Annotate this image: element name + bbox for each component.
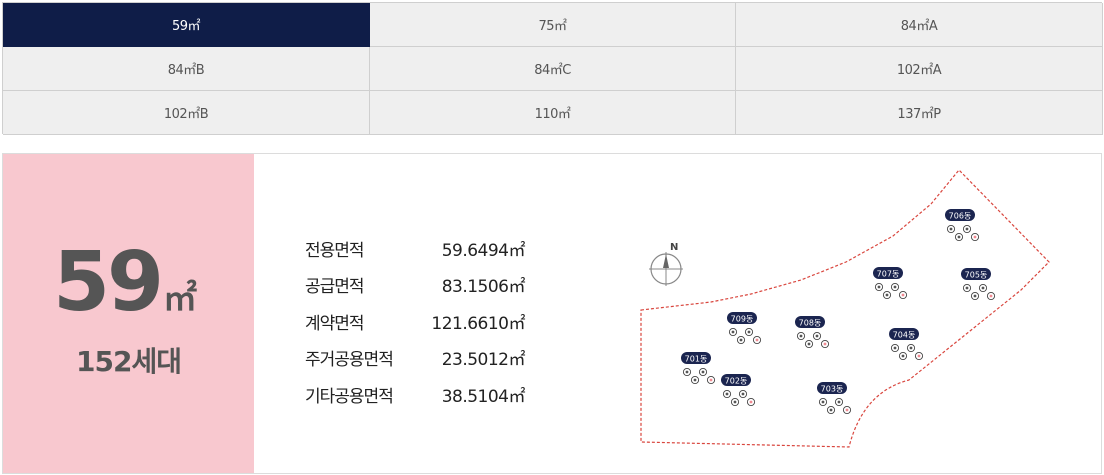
unit-dot-core (901, 293, 905, 297)
tab-59[interactable]: 59㎡ (3, 3, 370, 47)
unit-dot-core (965, 286, 969, 290)
building-label-bg (945, 209, 975, 221)
unit-dot-core (807, 342, 811, 346)
unit-dot-core (989, 294, 993, 298)
building-marker: 704동 (889, 328, 924, 361)
building-label-bg (721, 374, 751, 386)
unit-dot-core (693, 378, 697, 382)
unit-type-tabs: 59㎡ 75㎡ 84㎡A 84㎡B 84㎡C 102㎡A 102㎡B 110㎡ … (2, 2, 1103, 135)
building-label-bg (727, 312, 757, 324)
unit-dot-core (739, 338, 743, 342)
area-row: 기타공용면적 38.5104㎡ (305, 376, 526, 413)
tab-110[interactable]: 110㎡ (370, 91, 736, 135)
unit-dot-core (731, 330, 735, 334)
unit-dot-core (965, 227, 969, 231)
unit-dot-core (893, 285, 897, 289)
unit-summary-box: 59 ㎡ 152세대 (3, 154, 254, 473)
unit-dot-core (747, 330, 751, 334)
building-marker: 702동 (721, 374, 756, 407)
building-label-bg (889, 328, 919, 340)
building-marker: 701동 (681, 352, 716, 385)
tab-75[interactable]: 75㎡ (370, 3, 736, 47)
unit-dot-core (909, 346, 913, 350)
site-plan-map: N 701동 702동 703동 704동 705동 706동 707동 708동 709동 (640, 169, 1050, 448)
unit-dot-core (893, 346, 897, 350)
tab-137p[interactable]: 137㎡P (736, 91, 1103, 135)
building-layer: 701동 702동 703동 704동 705동 706동 707동 708동 709동 (681, 209, 996, 415)
unit-dot-core (799, 334, 803, 338)
building-marker: 703동 (817, 382, 852, 415)
building-marker: 708동 (795, 316, 830, 349)
unit-dot-core (709, 378, 713, 382)
building-label-bg (795, 316, 825, 328)
unit-dot-core (829, 408, 833, 412)
unit-dot-core (957, 235, 961, 239)
area-label: 주거공용면적 (305, 350, 394, 371)
unit-dot-core (749, 400, 753, 404)
area-label: 기타공용면적 (305, 386, 394, 407)
unit-dot-core (837, 400, 841, 404)
building-label: 704동 (893, 331, 916, 340)
unit-dot-core (877, 285, 881, 289)
building-marker: 706동 (945, 209, 980, 242)
tab-102b[interactable]: 102㎡B (3, 91, 370, 135)
area-list: 전용면적 59.6494㎡ 공급면적 83.1506㎡ 계약면적 121.661… (305, 230, 526, 413)
area-row: 주거공용면적 23.5012㎡ (305, 340, 526, 377)
unit-dot-core (901, 354, 905, 358)
building-label-bg (961, 268, 991, 280)
building-label: 702동 (725, 377, 748, 386)
unit-dot-core (973, 294, 977, 298)
building-marker: 709동 (727, 312, 762, 345)
compass-icon: N (649, 242, 683, 286)
area-label: 전용면적 (305, 240, 365, 261)
building-marker: 707동 (873, 267, 908, 300)
area-value: 121.6610㎡ (431, 313, 525, 334)
unit-dot-core (949, 227, 953, 231)
tab-102a[interactable]: 102㎡A (736, 47, 1103, 91)
building-label-bg (681, 352, 711, 364)
area-value: 38.5104㎡ (441, 386, 526, 407)
unit-dot-core (973, 235, 977, 239)
unit-dot-core (725, 392, 729, 396)
tab-84c[interactable]: 84㎡C (370, 47, 736, 91)
tab-84a[interactable]: 84㎡A (736, 3, 1103, 47)
unit-dot-core (845, 408, 849, 412)
unit-size-number: 59 (53, 235, 164, 330)
unit-dot-core (821, 400, 825, 404)
unit-dot-core (885, 293, 889, 297)
area-value: 59.6494㎡ (441, 240, 526, 261)
unit-dot-core (733, 400, 737, 404)
area-value: 23.5012㎡ (441, 350, 526, 371)
building-label-bg (873, 267, 903, 279)
unit-dot-core (741, 392, 745, 396)
building-label: 703동 (821, 385, 844, 394)
unit-dot-core (823, 342, 827, 346)
area-row: 전용면적 59.6494㎡ (305, 230, 526, 267)
svg-text:N: N (670, 242, 678, 253)
building-label: 707동 (877, 270, 900, 279)
area-row: 계약면적 121.6610㎡ (305, 303, 525, 340)
area-label: 계약면적 (305, 313, 365, 334)
unit-dot-core (815, 334, 819, 338)
unit-size-unit: ㎡ (163, 279, 197, 319)
unit-info-panel: 59 ㎡ 152세대 전용면적 59.6494㎡ 공급면적 83.1506㎡ 계… (2, 153, 1102, 474)
area-value: 83.1506㎡ (441, 277, 526, 298)
building-label: 706동 (949, 212, 972, 221)
unit-dot-core (755, 338, 759, 342)
building-label: 709동 (731, 315, 754, 324)
unit-dot-core (981, 286, 985, 290)
tab-84b[interactable]: 84㎡B (3, 47, 370, 91)
building-label: 705동 (965, 271, 988, 280)
area-label: 공급면적 (305, 277, 365, 298)
building-label: 708동 (799, 319, 822, 328)
area-row: 공급면적 83.1506㎡ (305, 267, 526, 304)
building-label: 701동 (685, 355, 708, 364)
site-boundary (640, 169, 1050, 448)
unit-dot-core (701, 370, 705, 374)
building-label-bg (817, 382, 847, 394)
unit-dot-core (917, 354, 921, 358)
unit-dot-core (685, 370, 689, 374)
building-marker: 705동 (961, 268, 996, 301)
household-count: 152세대 (76, 345, 182, 378)
